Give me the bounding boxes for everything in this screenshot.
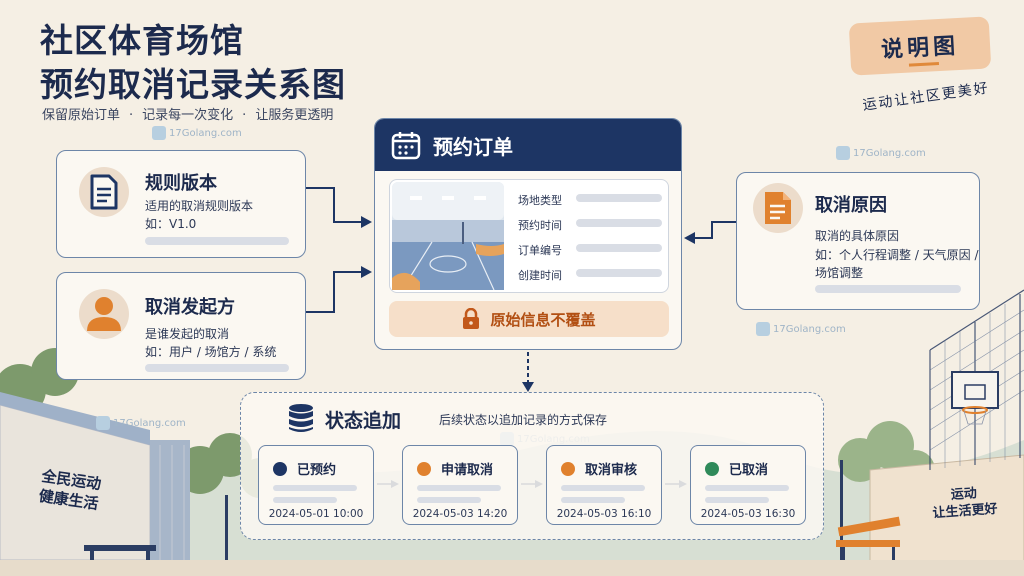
status-step-time: 2024-05-03 16:30 — [700, 508, 796, 520]
rule-version-card: 规则版本 适用的取消规则版本 如：V1.0 — [56, 150, 306, 258]
placeholder-bar — [561, 497, 625, 503]
subtitle-separator: · — [242, 108, 247, 123]
note-icon — [765, 192, 791, 224]
field-created-time: 创建时间 — [518, 269, 562, 282]
watermark-logo-icon — [96, 416, 110, 430]
document-icon-circle — [79, 167, 129, 217]
watermark: 17Golang.com — [96, 416, 186, 430]
placeholder-bar — [417, 497, 481, 503]
initiator-example: 如：用户 / 场馆方 / 系统 — [145, 345, 277, 359]
initiator-title: 取消发起方 — [145, 297, 235, 318]
status-step-time: 2024-05-01 10:00 — [268, 508, 364, 520]
cancel-reason-card: 取消原因 取消的具体原因 如：个人行程调整 / 天气原因 / 场馆调整 — [736, 172, 980, 310]
watermark-logo-icon — [152, 126, 166, 140]
placeholder-bar — [417, 485, 501, 491]
status-step-request-cancel: 申请取消 2024-05-03 14:20 — [402, 445, 518, 525]
field-venue-type: 场地类型 — [518, 194, 562, 207]
placeholder-bar — [705, 497, 769, 503]
placeholder-bar — [273, 485, 357, 491]
status-dot-icon — [705, 462, 719, 476]
status-step-label: 取消审核 — [585, 463, 638, 478]
cancel-reason-example-2: 场馆调整 — [815, 266, 864, 280]
subtitle-part-1: 保留原始订单 — [42, 108, 121, 123]
placeholder-bar — [576, 269, 662, 277]
subtitle-part-2: 记录每一次变化 — [142, 108, 234, 123]
placeholder-bar — [815, 285, 961, 293]
status-section-desc: 后续状态以追加记录的方式保存 — [439, 413, 608, 427]
rule-version-desc: 适用的取消规则版本 — [145, 199, 254, 213]
cancel-reason-desc: 取消的具体原因 — [815, 229, 900, 243]
status-step-label: 已取消 — [729, 463, 769, 478]
status-step-cancelled: 已取消 2024-05-03 16:30 — [690, 445, 806, 525]
status-dot-icon — [561, 462, 575, 476]
order-details-panel: 场地类型 预约时间 订单编号 创建时间 — [389, 179, 669, 293]
status-section-title: 状态追加 — [325, 410, 402, 432]
booking-order-card: 预约订单 场地类型 预约时间 订单编号 创建时间 原始信息不覆盖 — [374, 118, 682, 350]
lock-bar-label: 原始信息不覆盖 — [490, 310, 596, 329]
placeholder-bar — [576, 194, 662, 202]
badge-label: 说明图 — [880, 32, 960, 64]
original-info-lock-bar: 原始信息不覆盖 — [389, 301, 669, 337]
subtitle-separator: · — [129, 108, 134, 123]
watermark: 17Golang.com — [152, 126, 242, 140]
status-dot-icon — [273, 462, 287, 476]
rule-version-title: 规则版本 — [145, 173, 217, 194]
database-icon — [289, 404, 313, 432]
left-wall-slogan: 全民运动 健康生活 — [37, 467, 103, 513]
status-step-label: 申请取消 — [441, 463, 494, 478]
watermark-logo-icon — [836, 146, 850, 160]
initiator-card: 取消发起方 是谁发起的取消 如：用户 / 场馆方 / 系统 — [56, 272, 306, 380]
status-step-cancel-review: 取消审核 2024-05-03 16:10 — [546, 445, 662, 525]
rule-version-example: 如：V1.0 — [145, 217, 197, 231]
placeholder-bar — [145, 237, 289, 245]
subtitle-part-3: 让服务更透明 — [255, 108, 334, 123]
page-title-line1: 社区体育场馆 — [40, 21, 244, 60]
placeholder-bar — [705, 485, 789, 491]
page-title-line2: 预约取消记录关系图 — [40, 65, 346, 104]
placeholder-bar — [145, 364, 289, 372]
status-step-time: 2024-05-03 16:10 — [556, 508, 652, 520]
order-card-title: 预约订单 — [433, 134, 513, 159]
placeholder-bar — [576, 219, 662, 227]
placeholder-bar — [561, 485, 645, 491]
subtitle: 保留原始订单 · 记录每一次变化 · 让服务更透明 — [42, 104, 333, 123]
court-image — [392, 182, 504, 290]
field-booking-time: 预约时间 — [518, 219, 562, 232]
initiator-desc: 是谁发起的取消 — [145, 327, 230, 341]
lock-icon — [463, 308, 480, 329]
order-card-header: 预约订单 — [375, 119, 681, 171]
cancel-reason-example-1: 如：个人行程调整 / 天气原因 / — [815, 248, 979, 262]
cancel-reason-title: 取消原因 — [815, 195, 887, 216]
watermark-logo-icon — [756, 322, 770, 336]
field-order-number: 订单编号 — [518, 244, 562, 257]
placeholder-bar — [273, 497, 337, 503]
badge-underline — [908, 62, 940, 67]
user-icon-circle — [79, 289, 129, 339]
right-wall-slogan: 运动 让生活更好 — [932, 486, 999, 522]
status-step-label: 已预约 — [297, 463, 337, 478]
status-dot-icon — [417, 462, 431, 476]
placeholder-bar — [576, 244, 662, 252]
note-icon-circle — [753, 183, 803, 233]
status-step-booked: 已预约 2024-05-01 10:00 — [258, 445, 374, 525]
watermark: 17Golang.com — [756, 322, 846, 336]
document-icon — [90, 174, 118, 210]
user-icon — [87, 297, 121, 331]
calendar-icon — [391, 132, 421, 160]
watermark: 17Golang.com — [836, 146, 926, 160]
explanation-badge: 说明图 — [848, 16, 992, 76]
status-step-time: 2024-05-03 14:20 — [412, 508, 508, 520]
